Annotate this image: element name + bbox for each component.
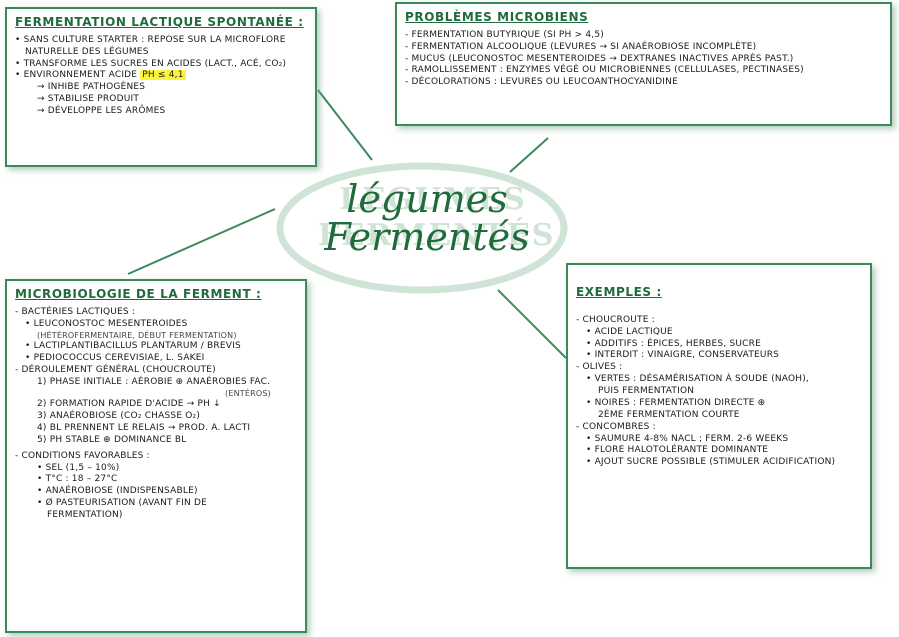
box-title: Fermentation lactique spontanée : (15, 15, 304, 29)
list-item: • Saumure 4-8% NaCl ; ferm. 2-6 weeks (586, 433, 789, 444)
list-item: - Choucroute : (576, 314, 655, 325)
list-item: • Ajout sucre possible (stimuler acidifi… (586, 457, 836, 468)
center-ellipse (276, 162, 568, 294)
list-item: • Leuconostoc mesenteroides (25, 318, 188, 329)
list-item: • Ø pasteurisation (avant fin de (37, 498, 208, 509)
list-item: puis fermentation (598, 386, 695, 397)
list-item: - Déroulement général (choucroute) (15, 364, 216, 375)
list-item: • Sel (1,5 – 10%) (37, 462, 120, 473)
list-item-text: • Environnement acide (15, 70, 138, 81)
list-item: (entéros) (225, 388, 271, 398)
list-item: 2) Formation rapide d'acide → pH ↓ (37, 399, 221, 410)
list-item: 4) BL prennent le relais → prod. A. lact… (37, 422, 251, 433)
box-title: Microbiologie de la ferment : (15, 287, 262, 301)
box-problemes-microbiens: Problèmes microbiens - Fermentation buty… (395, 2, 892, 126)
list-item: • Sans culture starter : repose sur la m… (15, 34, 286, 45)
list-item: → développe les arômes (37, 106, 166, 117)
list-item: • T°C : 18 – 27°C (37, 474, 118, 485)
list-item: • Pediococcus cerevisiae, L. sakei (25, 353, 205, 363)
list-item: - Fermentation butyrique (si pH > 4,5) (405, 29, 604, 40)
list-item: naturelle des légumes (25, 46, 149, 57)
list-item: - Olives : (576, 362, 623, 373)
list-item: • Interdit : vinaigre, conservateurs (586, 350, 780, 361)
connector-top-left (317, 89, 373, 161)
list-item: → stabilise produit (37, 94, 140, 105)
list-item: 2ème fermentation courte (598, 409, 740, 420)
list-item: fermentation) (47, 510, 123, 521)
box-fermentation-lactique: Fermentation lactique spontanée : • Sans… (5, 7, 317, 167)
list-item: • Additifs : épices, herbes, sucre (586, 338, 761, 349)
list-item: • Environnement acide pH ≤ 4,1 (15, 70, 307, 82)
box-exemples: Exemples : - Choucroute : • Acide lactiq… (566, 263, 872, 569)
list-item: 3) Anaérobiose (CO₂ chasse O₂) (37, 411, 201, 422)
list-item: - Conditions favorables : (15, 450, 150, 461)
list-item: - Concombres : (576, 421, 656, 432)
list-item: • Anaérobiose (indispensable) (37, 486, 198, 497)
list-item: • Vertes : désamérisation à soude (NaOH)… (586, 374, 809, 385)
ph-highlight: pH ≤ 4,1 (140, 70, 186, 81)
box-title: Exemples : (576, 285, 662, 299)
list-item: • Acide lactique (586, 326, 673, 337)
list-item: 5) pH stable ⊕ dominance BL (37, 434, 187, 445)
connector-top-right (509, 137, 549, 173)
list-item: → inhibe pathogènes (37, 82, 146, 93)
list-item: - Décolorations : levures ou leucoanthoc… (405, 77, 678, 88)
list-item: • Lactiplantibacillus plantarum / brevis (25, 341, 241, 352)
list-item: - Bactéries lactiques : (15, 306, 136, 317)
list-item: • Flore halotolérante dominante (586, 445, 769, 456)
box-microbiologie: Microbiologie de la ferment : - Bactérie… (5, 279, 307, 633)
list-item: • Transforme les sucres en acides (lact.… (15, 58, 287, 69)
connector-bottom-left (127, 208, 276, 275)
list-item: - Ramollissement : enzymes végé ou micro… (405, 65, 804, 76)
box-title: Problèmes microbiens (405, 10, 589, 24)
list-item: - Mucus (leuconostoc mesenteroides → dex… (405, 53, 794, 64)
list-item: • Noires : fermentation directe ⊕ (586, 397, 766, 408)
list-item: (hétérofermentaire, début fermentation) (37, 330, 237, 340)
list-item: - Fermentation alcoolique (levures → si … (405, 41, 757, 52)
connector-bottom-right (497, 289, 567, 359)
list-item: 1) Phase initiale : aérobie ⊕ anaérobies… (37, 376, 271, 387)
